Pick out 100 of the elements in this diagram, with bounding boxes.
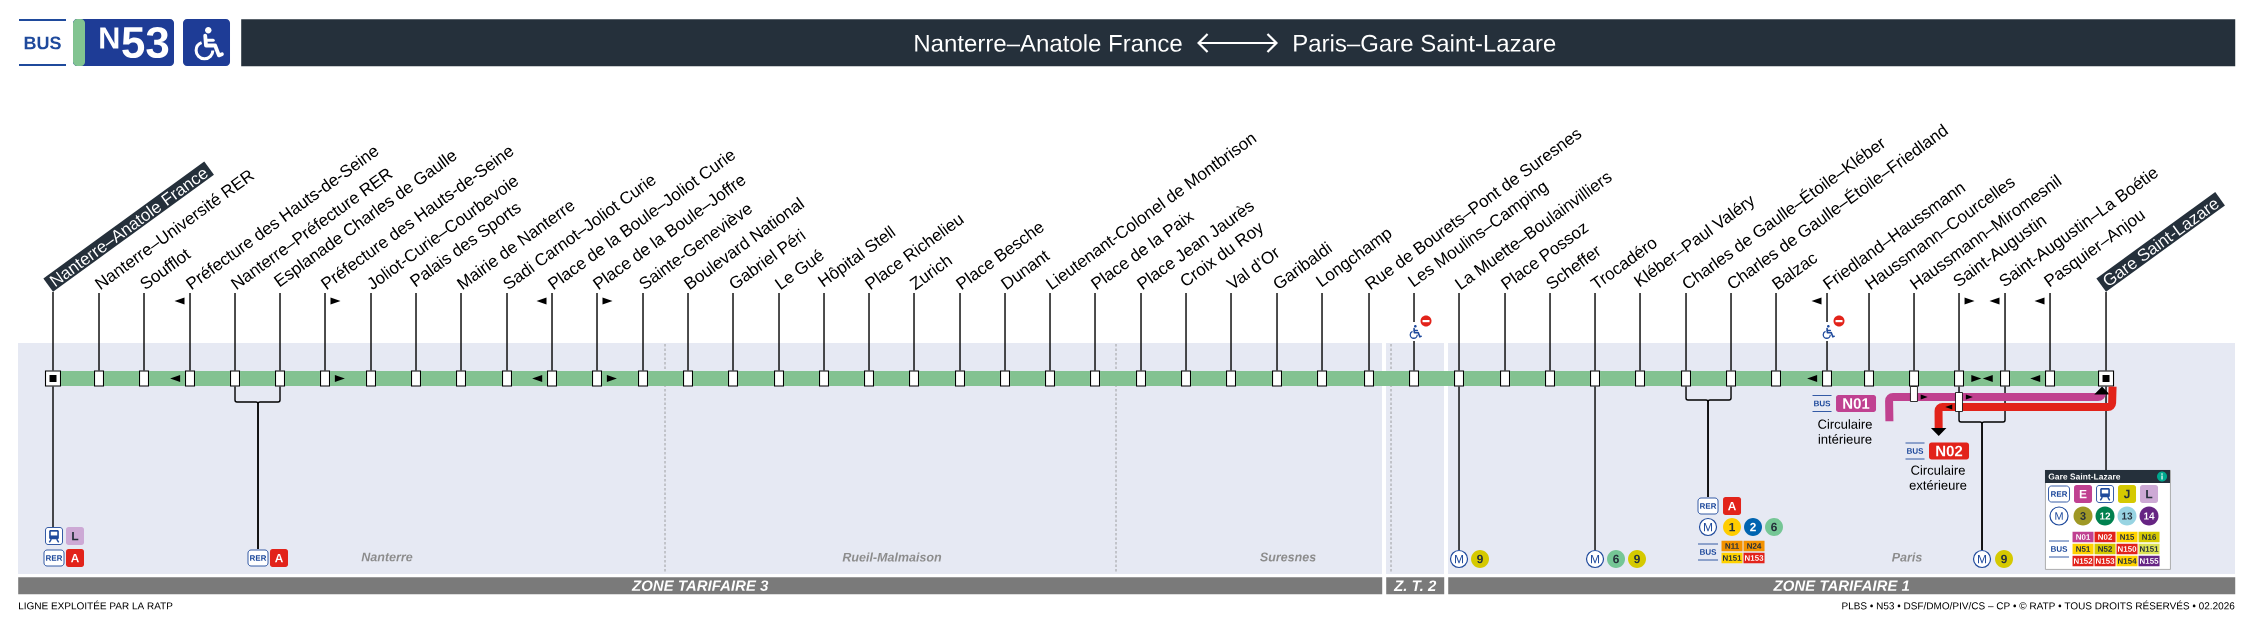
- line-badge: A: [1723, 497, 1741, 515]
- stop-marker: [1225, 370, 1237, 387]
- stop-marker: [1316, 370, 1328, 387]
- bus-line-badge: N15: [2116, 531, 2138, 543]
- connector-line: [2105, 385, 2107, 471]
- stem-line: [98, 292, 100, 372]
- route-line: [1874, 371, 1909, 386]
- stop-marker: [410, 370, 422, 387]
- line-badge: 3: [2073, 506, 2093, 526]
- town-name: Rueil-Malmaison: [842, 552, 942, 562]
- stem-line: [324, 292, 341, 372]
- connector-line: [1981, 385, 2006, 551]
- rer-sign: RER: [2048, 485, 2070, 503]
- terminus-stop: [44, 370, 62, 387]
- route-line: [1282, 371, 1317, 386]
- stop-marker: [1634, 370, 1646, 387]
- title-text: Paris–Gare Saint-Lazare: [1294, 34, 1556, 52]
- stem-line: [1868, 292, 1870, 372]
- stop-marker: [1770, 370, 1782, 387]
- fare-zone-bar: ZONE TARIFAIRE 1: [1448, 577, 2236, 595]
- bus-line-badge: N16: [2138, 531, 2160, 543]
- stem-line: [536, 292, 553, 372]
- stem-line: [52, 291, 54, 372]
- stem-line: [1185, 292, 1187, 372]
- route-line: [1055, 371, 1090, 386]
- route-line: [1832, 371, 1864, 386]
- stem-line: [279, 292, 281, 372]
- bus-sign: BUS: [1697, 543, 1719, 561]
- route-line: [693, 371, 728, 386]
- stem-line: [415, 292, 417, 372]
- metro-sign: M: [1698, 517, 1718, 537]
- metro-sign: M: [1972, 549, 1992, 569]
- stop-marker: [1135, 370, 1147, 387]
- stem-line: [1276, 292, 1278, 372]
- route-line: [1555, 371, 1590, 386]
- line-badge: 6: [1765, 518, 1783, 536]
- stop-marker: [773, 370, 785, 387]
- stem-line: [1958, 292, 1975, 372]
- stop-marker: [1089, 370, 1101, 387]
- route-line: [1736, 371, 1771, 386]
- stop-marker: [365, 370, 377, 387]
- stem-line: [1913, 292, 1915, 372]
- stem-line: [174, 292, 191, 372]
- bus-line-badge: N24: [1743, 540, 1765, 552]
- route-line: [240, 371, 275, 386]
- stem-line: [913, 292, 915, 372]
- stop-marker: [863, 370, 875, 387]
- stop-marker: [1544, 370, 1556, 387]
- route-line: [1919, 371, 1954, 386]
- route-line: [285, 371, 320, 386]
- stop-marker: [1821, 370, 1833, 387]
- stop-marker: [1680, 370, 1692, 387]
- stop-marker: [1999, 370, 2011, 387]
- route-line: [330, 371, 366, 386]
- connector-line: [257, 385, 281, 550]
- route-line: [376, 371, 411, 386]
- route-line: [1146, 371, 1181, 386]
- route-line: [1964, 371, 2000, 386]
- connector-line: [52, 385, 54, 528]
- bus-line-badge: N155: [2138, 555, 2160, 567]
- route-line: [195, 371, 230, 386]
- line-badge: 2: [1744, 518, 1762, 536]
- line-badge: A: [66, 549, 84, 567]
- route-line: [648, 371, 683, 386]
- connector-line: [1594, 385, 1596, 551]
- stop-marker: [1499, 370, 1511, 387]
- bus-line-badge: N02: [2094, 531, 2116, 543]
- metro-sign: M: [1585, 549, 1605, 569]
- metro-sign: M: [1449, 549, 1469, 569]
- stem-line: [1458, 292, 1460, 372]
- town-name: Paris: [1891, 552, 1922, 562]
- stem-line: [1049, 292, 1051, 372]
- bus-line-badge: N153: [1743, 552, 1765, 564]
- stop-marker: [682, 370, 694, 387]
- stop-marker: [999, 370, 1011, 387]
- route-line: [149, 371, 185, 386]
- bus-line-badge: N154: [2116, 555, 2138, 567]
- route-line: [965, 371, 1000, 386]
- line-badge: 9: [1471, 550, 1489, 568]
- route-line: [1645, 371, 1681, 386]
- stem-line: [370, 292, 372, 372]
- line-badge: 13: [2117, 506, 2137, 526]
- stem-line: [506, 292, 508, 372]
- line-badge: E: [2074, 485, 2092, 503]
- stem-line: [143, 292, 145, 372]
- bus-line-badge: N11: [1721, 540, 1743, 552]
- box-heading: Gare Saint-Lazare: [2045, 470, 2171, 483]
- route-line: [1691, 371, 1726, 386]
- bus-sign: BUS: [1812, 395, 1832, 412]
- stop-marker: [93, 370, 105, 387]
- stop-marker: [138, 370, 150, 387]
- route-line: [738, 371, 774, 386]
- line-number-badge: $^{N}$53: [73, 19, 174, 66]
- stop-marker: [501, 370, 513, 387]
- bus-line-badge: N151: [1721, 552, 1743, 564]
- stem-line: [778, 292, 780, 372]
- stem-line: [959, 292, 961, 372]
- stem-line: [1504, 292, 1506, 372]
- bus-line-badge: N152: [2072, 555, 2094, 567]
- stem-line: [596, 292, 613, 372]
